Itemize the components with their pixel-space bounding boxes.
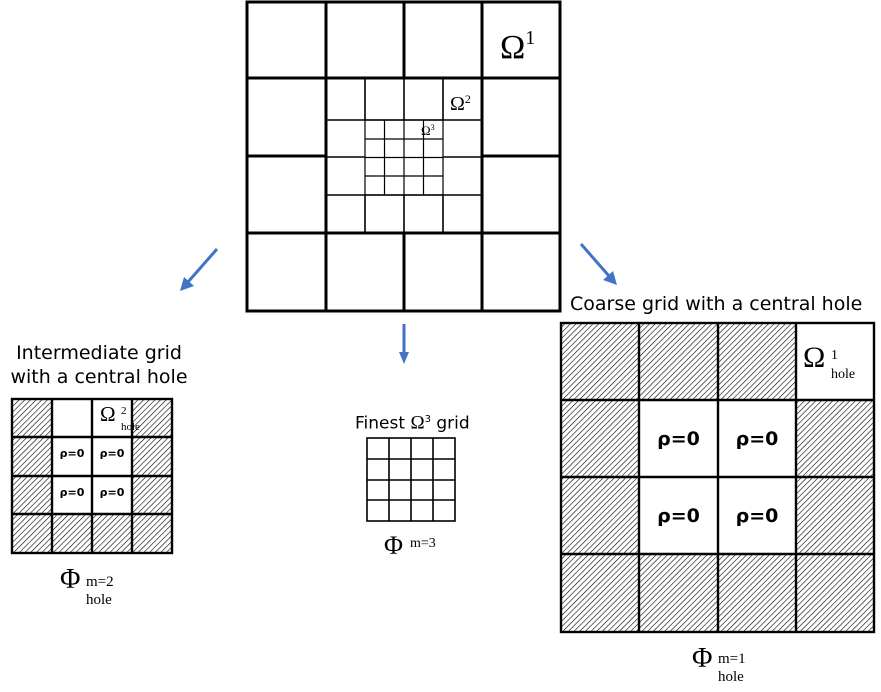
- phi-m1-hole-label: Φ m=1 hole: [692, 643, 746, 686]
- intermediate-rho-cell-3: ρ=0: [59, 486, 85, 499]
- finest-title-sup: 3: [424, 414, 431, 425]
- intermediate-title-line2: with a central hole: [10, 366, 188, 388]
- omega1-symbol: Ω: [500, 29, 526, 66]
- omega2-hole-symbol: Ω: [100, 402, 116, 426]
- phi-m2-sub: hole: [86, 592, 112, 608]
- coarse-rho-cell-2: ρ=0: [735, 428, 779, 450]
- intermediate-rho-cell-1: ρ=0: [59, 447, 85, 460]
- phi-m1-sup: m=1: [718, 651, 746, 667]
- intermediate-rho-cell-4: ρ=0: [99, 486, 125, 499]
- omega1-hole-sub: hole: [831, 367, 856, 382]
- omega3-finest-grid: [364, 119, 444, 196]
- phi-m3-label: Φ m=3: [384, 531, 436, 560]
- phi-m1-sub: hole: [718, 669, 744, 685]
- omega1-label: Ω1: [500, 20, 535, 66]
- arrow-to-intermediate: [180, 248, 219, 291]
- intermediate-hole-grid: [10, 397, 174, 555]
- intermediate-rho-cell-2: ρ=0: [99, 447, 125, 460]
- phi-m2-sup: m=2: [86, 574, 114, 590]
- omega2-sup: 2: [464, 92, 471, 106]
- arrow-to-coarse: [579, 243, 617, 285]
- omega2-hole-sup: 2: [121, 405, 127, 417]
- omega1-hole-sup: 1: [831, 348, 838, 363]
- finest-title: Finest Ω3 grid: [355, 408, 470, 436]
- finest-title-symbol: Ω: [410, 412, 425, 434]
- omega3-sup: 3: [430, 123, 435, 132]
- phi-m3-sup: m=3: [410, 536, 436, 551]
- top-nested-grid: [245, 0, 562, 313]
- intermediate-title: Intermediate grid with a central hole: [0, 341, 198, 389]
- phi-m3-symbol: Φ: [384, 531, 404, 560]
- finest-title-prefix: Finest: [355, 413, 406, 434]
- omega1-hole-label: Ω 1 hole: [803, 341, 855, 383]
- finest-grid: [366, 437, 456, 522]
- phi-m2-hole-label: Φ m=2 hole: [60, 564, 114, 609]
- arrow-to-finest: [399, 324, 409, 364]
- omega2-hole-label: Ω 2 hole: [100, 402, 140, 433]
- omega3-label: Ω3: [421, 121, 435, 138]
- omega2-hole-sub: hole: [121, 421, 140, 433]
- coarse-hole-grid: [559, 321, 876, 634]
- coarse-title: Coarse grid with a central hole: [570, 293, 863, 315]
- omega2-symbol: Ω: [450, 93, 465, 115]
- omega3-symbol: Ω: [421, 123, 431, 138]
- finest-title-suffix: grid: [436, 413, 470, 434]
- omega1-sup: 1: [525, 27, 536, 49]
- phi-m1-symbol: Φ: [692, 643, 713, 674]
- coarse-rho-cell-1: ρ=0: [657, 428, 700, 450]
- omega1-hole-symbol: Ω: [803, 341, 826, 374]
- coarse-rho-cell-4: ρ=0: [735, 505, 779, 527]
- intermediate-title-line1: Intermediate grid: [16, 342, 182, 364]
- coarse-rho-cell-3: ρ=0: [657, 505, 700, 527]
- phi-m2-symbol: Φ: [60, 564, 81, 595]
- omega2-label: Ω2: [450, 88, 471, 115]
